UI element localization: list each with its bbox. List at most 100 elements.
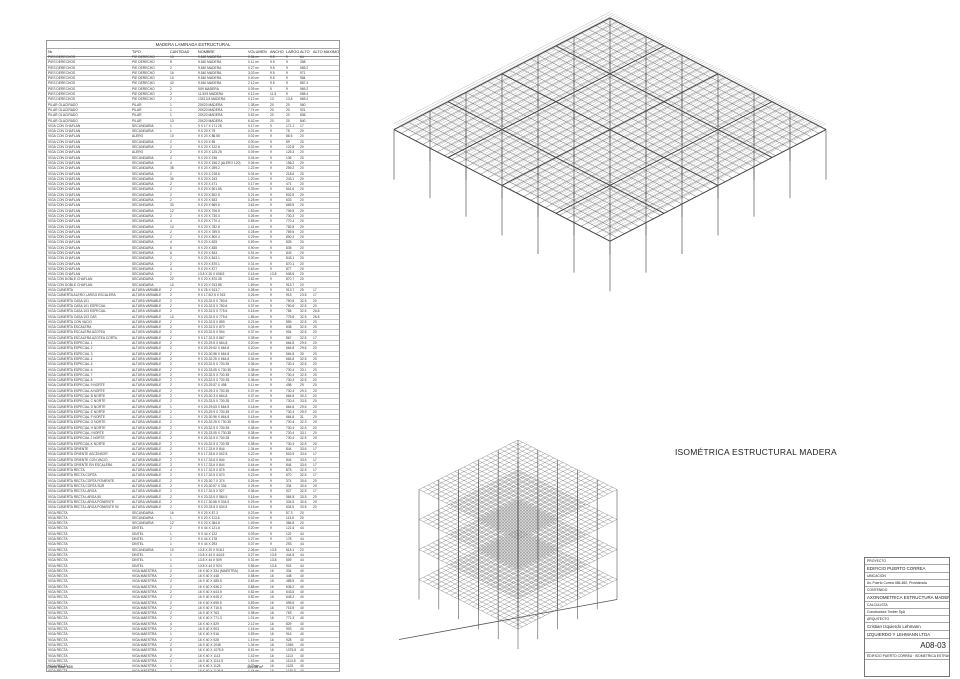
schedule-cell: VIGA CON CHAFLAN bbox=[48, 213, 81, 218]
structure-line bbox=[485, 58, 702, 171]
schedule-cell: SECUNDARIA bbox=[132, 547, 154, 552]
schedule-cell: 1 bbox=[170, 515, 172, 520]
schedule-cell: 9 X 44 X 122 bbox=[198, 531, 218, 536]
schedule-cell: 17 bbox=[313, 462, 317, 467]
schedule-cell: 825 bbox=[286, 240, 292, 245]
schedule-cell: 16 X 40 X 636.2 bbox=[198, 584, 222, 589]
schedule-cell: VIGA CUBIERTA ESPECIAL H NORTE bbox=[48, 425, 106, 430]
schedule-cell: VIGA CUBIERTA ORIENTE ASCENSOR bbox=[48, 452, 108, 457]
schedule-cell: 20 bbox=[313, 399, 317, 404]
schedule-title: MADERA LAMINADA ESTRUCTURAL bbox=[47, 41, 339, 49]
structure-line bbox=[504, 572, 604, 623]
schedule-cell: 2 bbox=[170, 65, 172, 70]
schedule-cell: 16 X 40 X 1114.5 bbox=[198, 658, 223, 663]
structure-line bbox=[473, 52, 690, 165]
schedule-cell: PIES DERECHOS bbox=[48, 97, 76, 102]
schedule-cell: 9 X 20-30.67 X 334 bbox=[198, 484, 227, 489]
schedule-cell: 1.42 m³ bbox=[248, 653, 260, 658]
schedule-cell: 843.1 bbox=[286, 256, 295, 261]
schedule-cell: 770.4 bbox=[286, 219, 295, 224]
schedule-cell: VIGA CON CHAFLAN bbox=[48, 198, 81, 203]
schedule-cell: 730.4 bbox=[286, 425, 295, 430]
schedule-cell: VIGA CON CHAFLAN bbox=[48, 150, 81, 155]
tb-sheet-code: A08-03 bbox=[865, 639, 949, 653]
schedule-cell: 122 bbox=[286, 531, 292, 536]
structure-line bbox=[461, 46, 678, 159]
schedule-cell: 509 bbox=[286, 558, 292, 563]
schedule-cell: ALTURA VARIABLE bbox=[132, 431, 162, 436]
schedule-column-header: VOLUMEN bbox=[248, 50, 267, 54]
schedule-cell: 9 X 20-32.5 X 904 bbox=[198, 330, 225, 335]
schedule-cell: 1 bbox=[170, 107, 172, 112]
schedule-cell: 20 bbox=[313, 298, 317, 303]
structure-line bbox=[408, 19, 625, 132]
schedule-cell: 9 bbox=[270, 176, 272, 181]
schedule-cell: 636.2 bbox=[286, 584, 295, 589]
schedule-cell: 695.5 bbox=[286, 600, 295, 605]
schedule-cell: 20 bbox=[300, 208, 304, 213]
schedule-cell bbox=[312, 262, 339, 266]
schedule-cell: ALTURA VARIABLE bbox=[132, 383, 162, 388]
schedule-cell: 0.26 m³ bbox=[248, 478, 260, 483]
schedule-cell: 31 bbox=[300, 415, 304, 420]
structure-line bbox=[405, 18, 623, 130]
schedule-cell: 20 bbox=[313, 441, 317, 446]
schedule-cell: 9 bbox=[270, 155, 272, 160]
schedule-cell: PIES DERECHOS bbox=[48, 76, 76, 81]
schedule-cell bbox=[312, 172, 339, 176]
schedule-cell: SECUNDARIA bbox=[132, 261, 154, 266]
schedule-cell: VIGA CUBIERTA ESPECIAL 7 bbox=[48, 372, 93, 377]
schedule-cell: SECUNDARIA bbox=[132, 166, 154, 171]
schedule-cell: 2 bbox=[170, 303, 172, 308]
schedule-cell: 20 bbox=[300, 182, 304, 187]
schedule-cell: 9 bbox=[270, 330, 272, 335]
schedule-cell: 0.23 m³ bbox=[248, 510, 260, 515]
schedule-cell: 0.11 m³ bbox=[248, 60, 259, 65]
schedule-cell bbox=[312, 198, 339, 202]
schedule-cell: 9.540 MADERA bbox=[198, 65, 222, 70]
structure-line bbox=[523, 78, 740, 191]
schedule-column-header: CANTIDAD bbox=[170, 50, 190, 54]
schedule-cell: 9 X 20 X 706.5 bbox=[198, 208, 220, 213]
schedule-cell: SECUNDARIA bbox=[132, 155, 154, 160]
schedule-cell: 26.8 bbox=[313, 314, 320, 319]
schedule-cell: 9 bbox=[270, 341, 272, 346]
schedule-cell: 9 bbox=[270, 288, 272, 293]
schedule-cell: 0.37 m³ bbox=[248, 330, 260, 335]
schedule-cell: 1 bbox=[170, 632, 172, 637]
schedule-cell: 0.02 m³ bbox=[248, 134, 260, 139]
schedule-cell: PIES DERECHOS bbox=[48, 55, 76, 59]
schedule-cell: 843 bbox=[286, 250, 292, 255]
schedule-cell: 42 bbox=[170, 81, 174, 86]
schedule-cell: VIGA MAESTRA bbox=[132, 605, 157, 610]
schedule-cell: 9 bbox=[270, 420, 272, 425]
schedule-cell: 2 bbox=[170, 97, 172, 102]
schedule-cell: 40 bbox=[300, 664, 304, 669]
schedule-cell: 13.8 X 20 X 608.5 bbox=[198, 272, 225, 277]
schedule-cell: 32.5 bbox=[300, 468, 307, 473]
schedule-cell: SECUNDARIA bbox=[132, 171, 154, 176]
schedule-cell: 7.74 m³ bbox=[248, 107, 260, 112]
schedule-cell: 501.6 bbox=[286, 187, 295, 192]
schedule-cell: 9 X 20 X 800.4 bbox=[198, 235, 220, 240]
schedule-cell: 9 bbox=[270, 356, 272, 361]
schedule-cell bbox=[312, 574, 339, 578]
structure-line bbox=[549, 92, 767, 205]
schedule-cell: VIGA CUBIERTA ESPECIAL J NORTE bbox=[48, 436, 105, 441]
schedule-cell: 0.17 m³ bbox=[248, 123, 260, 128]
structure-line bbox=[459, 559, 559, 609]
schedule-cell: 20 bbox=[313, 330, 317, 335]
schedule-cell: SECUNDARIA bbox=[132, 176, 154, 181]
schedule-column-header: TIPO bbox=[132, 50, 141, 54]
schedule-cell: 0.06 m³ bbox=[248, 160, 260, 165]
structure-line bbox=[554, 94, 771, 207]
schedule-cell: 0.38 m³ bbox=[248, 431, 260, 436]
structure-line bbox=[445, 565, 546, 616]
schedule-cell: VIGA RECTA bbox=[48, 642, 68, 647]
schedule-cell: 730.4 bbox=[286, 367, 295, 372]
